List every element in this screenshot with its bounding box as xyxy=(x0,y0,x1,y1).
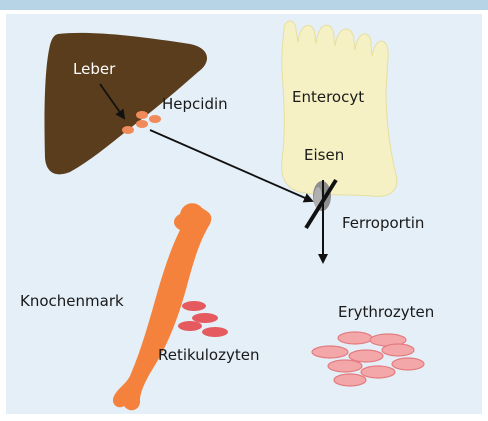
hepcidin-dot xyxy=(122,126,134,134)
reticulocyte-cell xyxy=(192,313,218,323)
bone-marrow-label: Knochenmark xyxy=(20,292,124,310)
enterocyte-shape xyxy=(282,21,397,196)
reticulocyte-cell xyxy=(178,321,202,331)
reticulocyte-cell xyxy=(182,301,206,311)
erythrocyte-cell xyxy=(312,346,348,358)
erythrocytes-label: Erythrozyten xyxy=(338,303,434,321)
erythrocyte-cell xyxy=(334,374,366,386)
liver-label: Leber xyxy=(73,60,115,78)
erythrocyte-cell xyxy=(328,360,362,372)
hepcidin-dot xyxy=(149,115,161,123)
hepcidin-label: Hepcidin xyxy=(162,95,228,113)
ferroportin-label: Ferroportin xyxy=(342,214,424,232)
reticulocyte-cell xyxy=(202,327,228,337)
erythrocyte-cell xyxy=(382,344,414,356)
iron-label: Eisen xyxy=(304,146,344,164)
erythrocyte-cell xyxy=(349,350,383,362)
erythrocyte-cell xyxy=(361,366,395,378)
erythrocyte-cell xyxy=(392,358,424,370)
enterocyte-label: Enterocyt xyxy=(292,88,364,106)
hepcidin-dot xyxy=(136,111,148,119)
erythrocyte-cluster xyxy=(312,332,424,386)
hepcidin-dot xyxy=(136,120,148,128)
erythrocyte-cell xyxy=(338,332,372,344)
reticulocytes-label: Retikulozyten xyxy=(158,346,259,364)
